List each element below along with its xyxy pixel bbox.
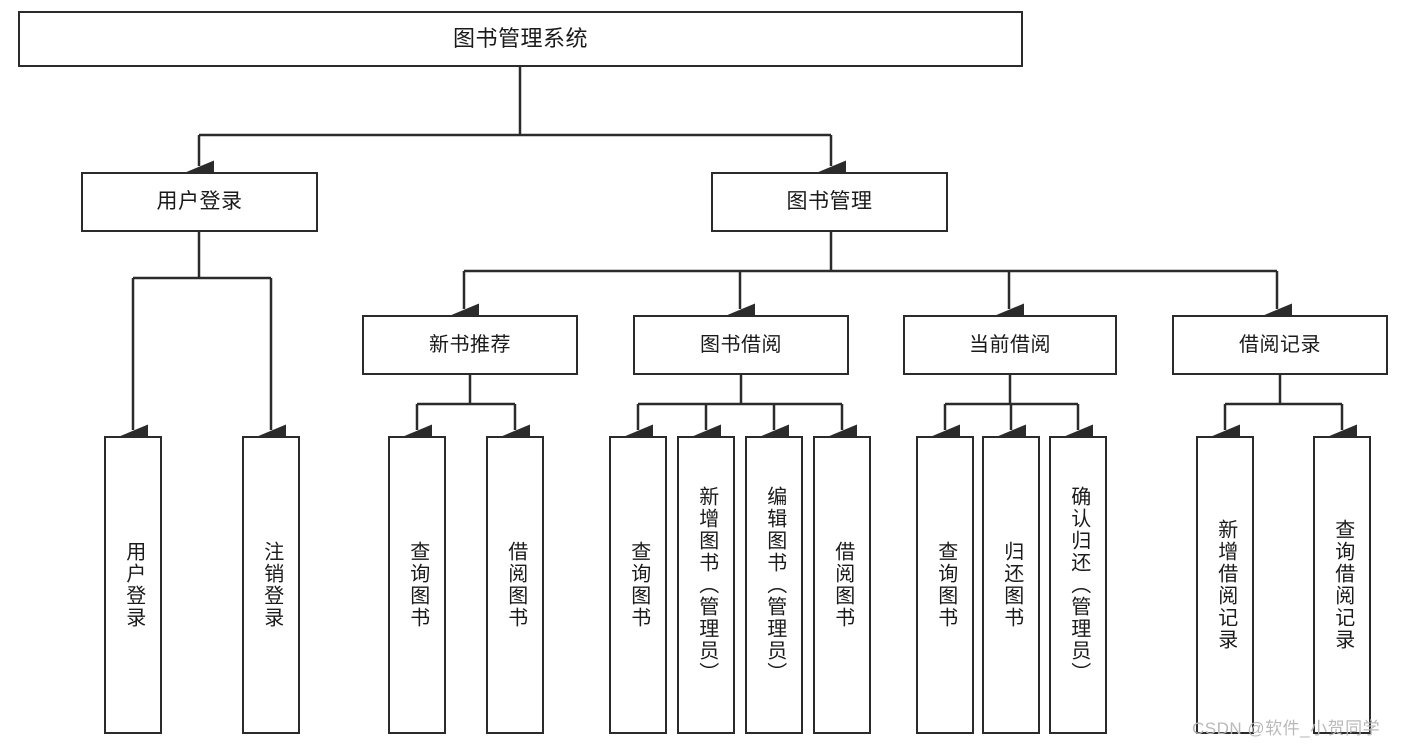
node-label: 确认归还（管理员） (1067, 486, 1090, 684)
node-label: 注销登录 (260, 541, 283, 629)
node-new-book-recommend[interactable]: 新书推荐 (362, 315, 578, 375)
node-leaf-return-book[interactable]: 归还图书 (982, 436, 1040, 734)
node-label: 新增图书（管理员） (695, 486, 718, 684)
node-leaf-add-book-admin[interactable]: 新增图书（管理员） (677, 436, 735, 734)
node-leaf-query-borrow-record[interactable]: 查询借阅记录 (1313, 436, 1371, 734)
node-leaf-new-book-query[interactable]: 查询图书 (388, 436, 446, 734)
node-borrow-record[interactable]: 借阅记录 (1172, 315, 1388, 375)
node-leaf-edit-book-admin[interactable]: 编辑图书（管理员） (745, 436, 803, 734)
node-label: 归还图书 (1000, 541, 1023, 629)
node-leaf-confirm-return-admin[interactable]: 确认归还（管理员） (1049, 436, 1107, 734)
node-label: 用户登录 (122, 541, 145, 629)
node-user-login[interactable]: 用户登录 (81, 172, 318, 232)
node-label: 编辑图书（管理员） (763, 486, 786, 684)
node-label: 新增借阅记录 (1214, 519, 1237, 651)
node-leaf-borrow-query-book[interactable]: 查询图书 (609, 436, 667, 734)
node-leaf-borrow-book[interactable]: 借阅图书 (813, 436, 871, 734)
node-label: 图书借阅 (700, 333, 782, 356)
node-current-borrow[interactable]: 当前借阅 (903, 315, 1117, 375)
node-label: 图书管理 (786, 189, 873, 213)
node-label: 查询图书 (934, 541, 957, 629)
node-label: 当前借阅 (969, 333, 1051, 356)
node-leaf-logout[interactable]: 注销登录 (242, 436, 300, 734)
node-leaf-add-borrow-record[interactable]: 新增借阅记录 (1196, 436, 1254, 734)
node-book-management[interactable]: 图书管理 (711, 172, 948, 232)
node-leaf-user-login[interactable]: 用户登录 (104, 436, 162, 734)
node-label: 借阅图书 (504, 541, 527, 629)
node-label: 新书推荐 (429, 333, 511, 356)
node-book-borrow[interactable]: 图书借阅 (633, 315, 849, 375)
node-root-book-management-system[interactable]: 图书管理系统 (18, 11, 1023, 67)
node-label: 借阅图书 (831, 541, 854, 629)
node-leaf-current-query-book[interactable]: 查询图书 (916, 436, 974, 734)
node-label: 图书管理系统 (452, 26, 588, 52)
node-label: 查询图书 (627, 541, 650, 629)
node-label: 查询图书 (406, 541, 429, 629)
node-label: 借阅记录 (1239, 333, 1321, 356)
node-label: 查询借阅记录 (1331, 519, 1354, 651)
node-label: 用户登录 (156, 189, 243, 213)
node-leaf-new-book-borrow[interactable]: 借阅图书 (486, 436, 544, 734)
